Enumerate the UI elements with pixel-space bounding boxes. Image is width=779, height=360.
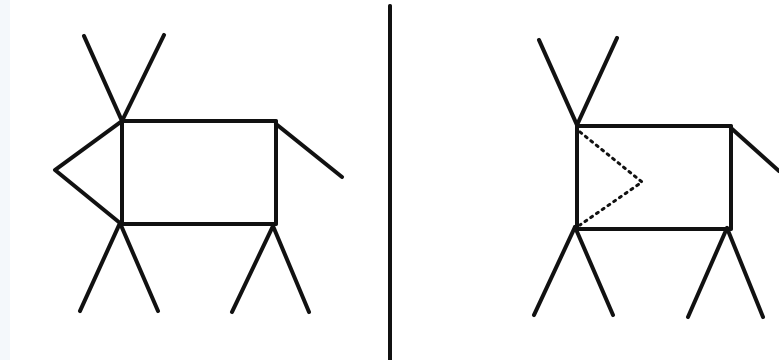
left-front-leg-inner bbox=[120, 223, 158, 311]
left-head-shape bbox=[55, 121, 122, 223]
right-front-leg-inner bbox=[575, 227, 613, 315]
right-dotted-head-hint bbox=[580, 132, 642, 225]
left-tail bbox=[276, 124, 342, 177]
right-antler-right bbox=[577, 38, 617, 125]
left-front-leg-outer bbox=[80, 223, 120, 311]
right-front-leg-outer bbox=[534, 227, 575, 315]
right-tail bbox=[731, 128, 779, 171]
left-antler-left bbox=[84, 36, 122, 121]
right-animal-figure bbox=[534, 38, 779, 317]
left-animal-figure bbox=[55, 35, 342, 312]
right-body-box bbox=[577, 126, 731, 229]
right-antler-left bbox=[539, 40, 577, 125]
right-back-leg-outer bbox=[688, 228, 727, 317]
left-back-leg-inner bbox=[273, 226, 309, 312]
left-back-leg-outer bbox=[232, 226, 273, 312]
right-back-leg-inner bbox=[727, 228, 763, 317]
left-body-box bbox=[122, 121, 276, 224]
left-antler-right bbox=[122, 35, 164, 121]
